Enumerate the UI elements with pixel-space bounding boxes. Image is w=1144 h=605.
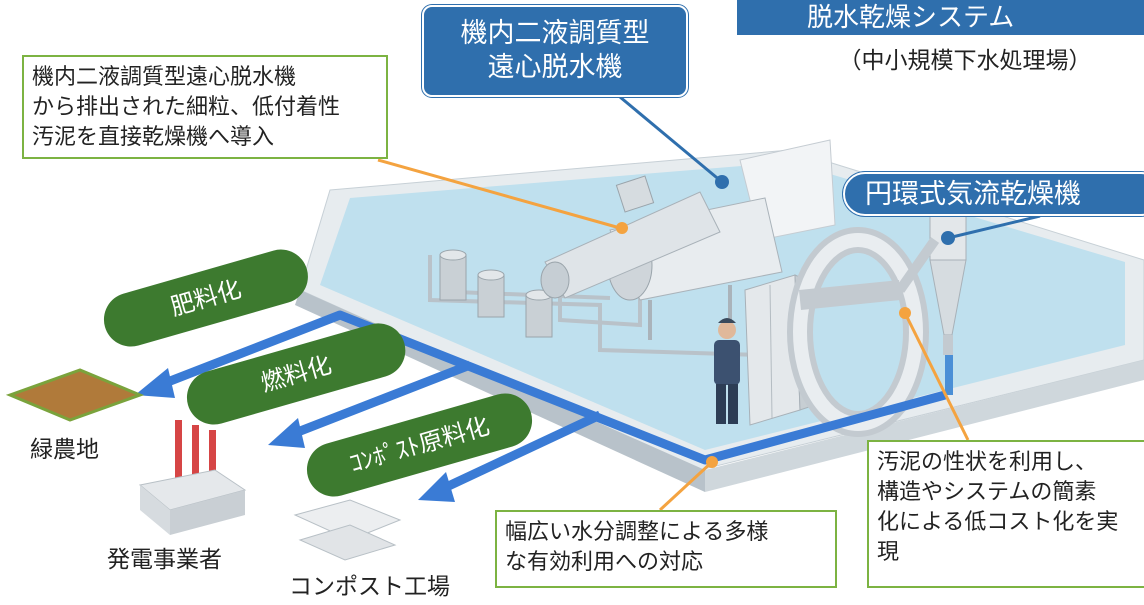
compost-plant-icon: [293, 499, 402, 561]
note-sludge-intro-text: 機内二液調質型遠心脱水機 から排出された細粒、低付着性 汚泥を直接乾燥機へ導入: [32, 65, 341, 150]
arrow-heads: [135, 368, 455, 502]
worker-figure: [714, 318, 740, 424]
note-moisture-adjustment: 幅広い水分調整による多様 な有効利用への対応: [495, 510, 837, 588]
note-sludge-intro: 機内二液調質型遠心脱水機 から排出された細粒、低付着性 汚泥を直接乾燥機へ導入: [22, 55, 388, 159]
leader-lines: [377, 95, 1041, 512]
flow-arrows: [158, 310, 947, 495]
callout-ring-dryer: 円環式気流乾燥機: [843, 172, 1144, 216]
note-low-cost: 汚泥の性状を利用し、 構造やシステムの簡素 化による低コスト化を実 現: [867, 440, 1144, 588]
callout-centrifuge: 機内二液調質型 遠心脱水機: [422, 5, 688, 97]
note-moisture-text: 幅広い水分調整による多様 な有効利用への対応: [505, 520, 769, 575]
destination-compost-plant: コンポスト工場: [289, 574, 450, 600]
system-title-text: 脱水乾燥システム: [807, 3, 1015, 33]
power-plant-icon: [138, 420, 247, 535]
centrifuge-machine: [540, 175, 783, 340]
callout-ring-dryer-text: 円環式気流乾燥機: [865, 179, 1081, 210]
callout-centrifuge-text: 機内二液調質型 遠心脱水機: [460, 18, 650, 83]
destination-power-producer: 発電事業者: [107, 547, 222, 573]
farmland-icon: [5, 368, 145, 422]
system-title: 脱水乾燥システム: [737, 0, 1144, 35]
scale-subtitle: （中小規模下水処理場）: [838, 48, 1092, 74]
usage-fuel-label: 燃料化: [257, 350, 335, 398]
tanks: [439, 249, 553, 338]
destination-farmland: 緑農地: [30, 437, 99, 463]
usage-fertilizer-label: 肥料化: [167, 274, 245, 322]
note-low-cost-text: 汚泥の性状を利用し、 構造やシステムの簡素 化による低コスト化を実 現: [877, 450, 1119, 565]
